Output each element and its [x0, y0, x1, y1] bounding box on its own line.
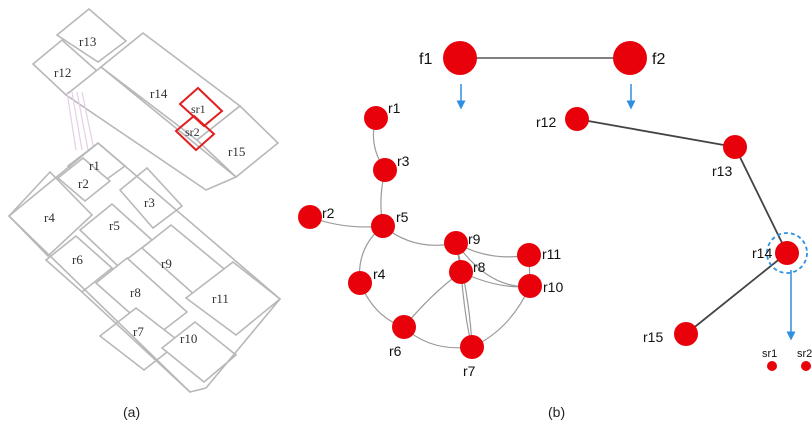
caption-a: (a) [123, 404, 140, 420]
room-label: sr1 [191, 102, 206, 116]
node-label: r10 [543, 279, 563, 295]
floorplan [7, 7, 282, 393]
node-r8 [449, 260, 473, 284]
node-r1 [364, 106, 388, 130]
node-r6 [392, 315, 416, 339]
room-label: r14 [150, 86, 168, 101]
room-r13-outline [55, 7, 128, 63]
node-label: r11 [542, 246, 561, 262]
room-label: r4 [44, 210, 55, 225]
node-r7 [460, 335, 484, 359]
node-r15 [674, 322, 698, 346]
room-label: r2 [78, 176, 89, 191]
node-f1 [443, 41, 477, 75]
node-sr1 [767, 361, 777, 371]
graph-edges-strong [576, 118, 788, 335]
caption-b: (b) [548, 404, 565, 420]
node-r2 [298, 205, 322, 229]
room-r4-outline [7, 170, 94, 258]
corridor-line [81, 291, 191, 393]
room-label: sr2 [185, 125, 200, 139]
room-r15-outline [195, 104, 280, 179]
node-label: r15 [643, 329, 663, 345]
room-label: r5 [109, 218, 120, 233]
node-label: r7 [463, 363, 476, 379]
captions: (a) (b) [123, 404, 565, 420]
node-r4 [348, 271, 372, 295]
corridor-upper-outline [64, 65, 238, 191]
edge-r13-r14 [734, 146, 788, 254]
node-label: r9 [468, 231, 481, 247]
node-label: r4 [373, 266, 386, 282]
room-label: r12 [54, 65, 71, 80]
node-r3 [373, 158, 397, 182]
subroom-highlights [174, 86, 224, 152]
node-f2 [613, 41, 647, 75]
node-label: r12 [536, 114, 556, 130]
room-label: r7 [133, 324, 144, 339]
node-label-f2: f2 [652, 51, 665, 68]
room-label: r1 [89, 158, 100, 173]
node-r13 [723, 135, 747, 159]
graph-labels: f1 f2 r1 r2 r3 r4 r5 r6 r7 r8 r9 r10 r11… [322, 51, 812, 379]
node-r5 [371, 214, 395, 238]
node-label-f1: f1 [419, 51, 432, 68]
room-label: r9 [161, 256, 172, 271]
stair-line [66, 91, 77, 151]
node-label: r13 [712, 163, 732, 179]
r14-highlight-ring [766, 232, 808, 274]
stair-line [76, 91, 89, 151]
node-r9 [444, 231, 468, 255]
edge-r7-r10 [471, 285, 531, 348]
room-label: r11 [212, 291, 229, 306]
graph-edges [309, 117, 531, 349]
room-label: r15 [228, 144, 245, 159]
node-label: sr1 [762, 348, 777, 360]
room-r6-outline [44, 234, 114, 294]
node-label: r14 [752, 245, 772, 261]
room-r3-outline [118, 166, 184, 230]
room-label: r13 [79, 34, 96, 49]
stair-line [71, 91, 83, 151]
node-label: r8 [473, 259, 486, 275]
floor-arrows [456, 84, 796, 341]
node-label: r1 [388, 100, 401, 116]
room-label: r10 [180, 331, 197, 346]
node-label: r2 [322, 205, 335, 221]
floorplan-labels: r13 r12 r14 sr1 sr2 r15 r1 r2 r3 r4 r5 r… [44, 34, 245, 346]
node-label: sr2 [797, 348, 812, 360]
stair-line [81, 91, 95, 151]
node-r10 [518, 274, 542, 298]
edge-r14-r15 [685, 252, 788, 335]
room-label: r6 [72, 252, 83, 267]
lower-wing-outline [7, 141, 282, 393]
graph-nodes [298, 41, 811, 371]
subroom-sr2-outline [174, 114, 216, 152]
room-r2-outline [56, 156, 112, 203]
room-label: r3 [144, 195, 155, 210]
node-sr2 [801, 361, 811, 371]
room-label: r8 [130, 285, 141, 300]
node-label: r3 [397, 153, 410, 169]
edge-r12-r13 [576, 118, 736, 148]
node-r11 [517, 243, 541, 267]
node-r14 [775, 241, 799, 265]
node-label: r5 [396, 209, 409, 225]
room-r10-outline [160, 320, 238, 384]
node-label: r6 [389, 343, 402, 359]
node-r12 [565, 107, 589, 131]
